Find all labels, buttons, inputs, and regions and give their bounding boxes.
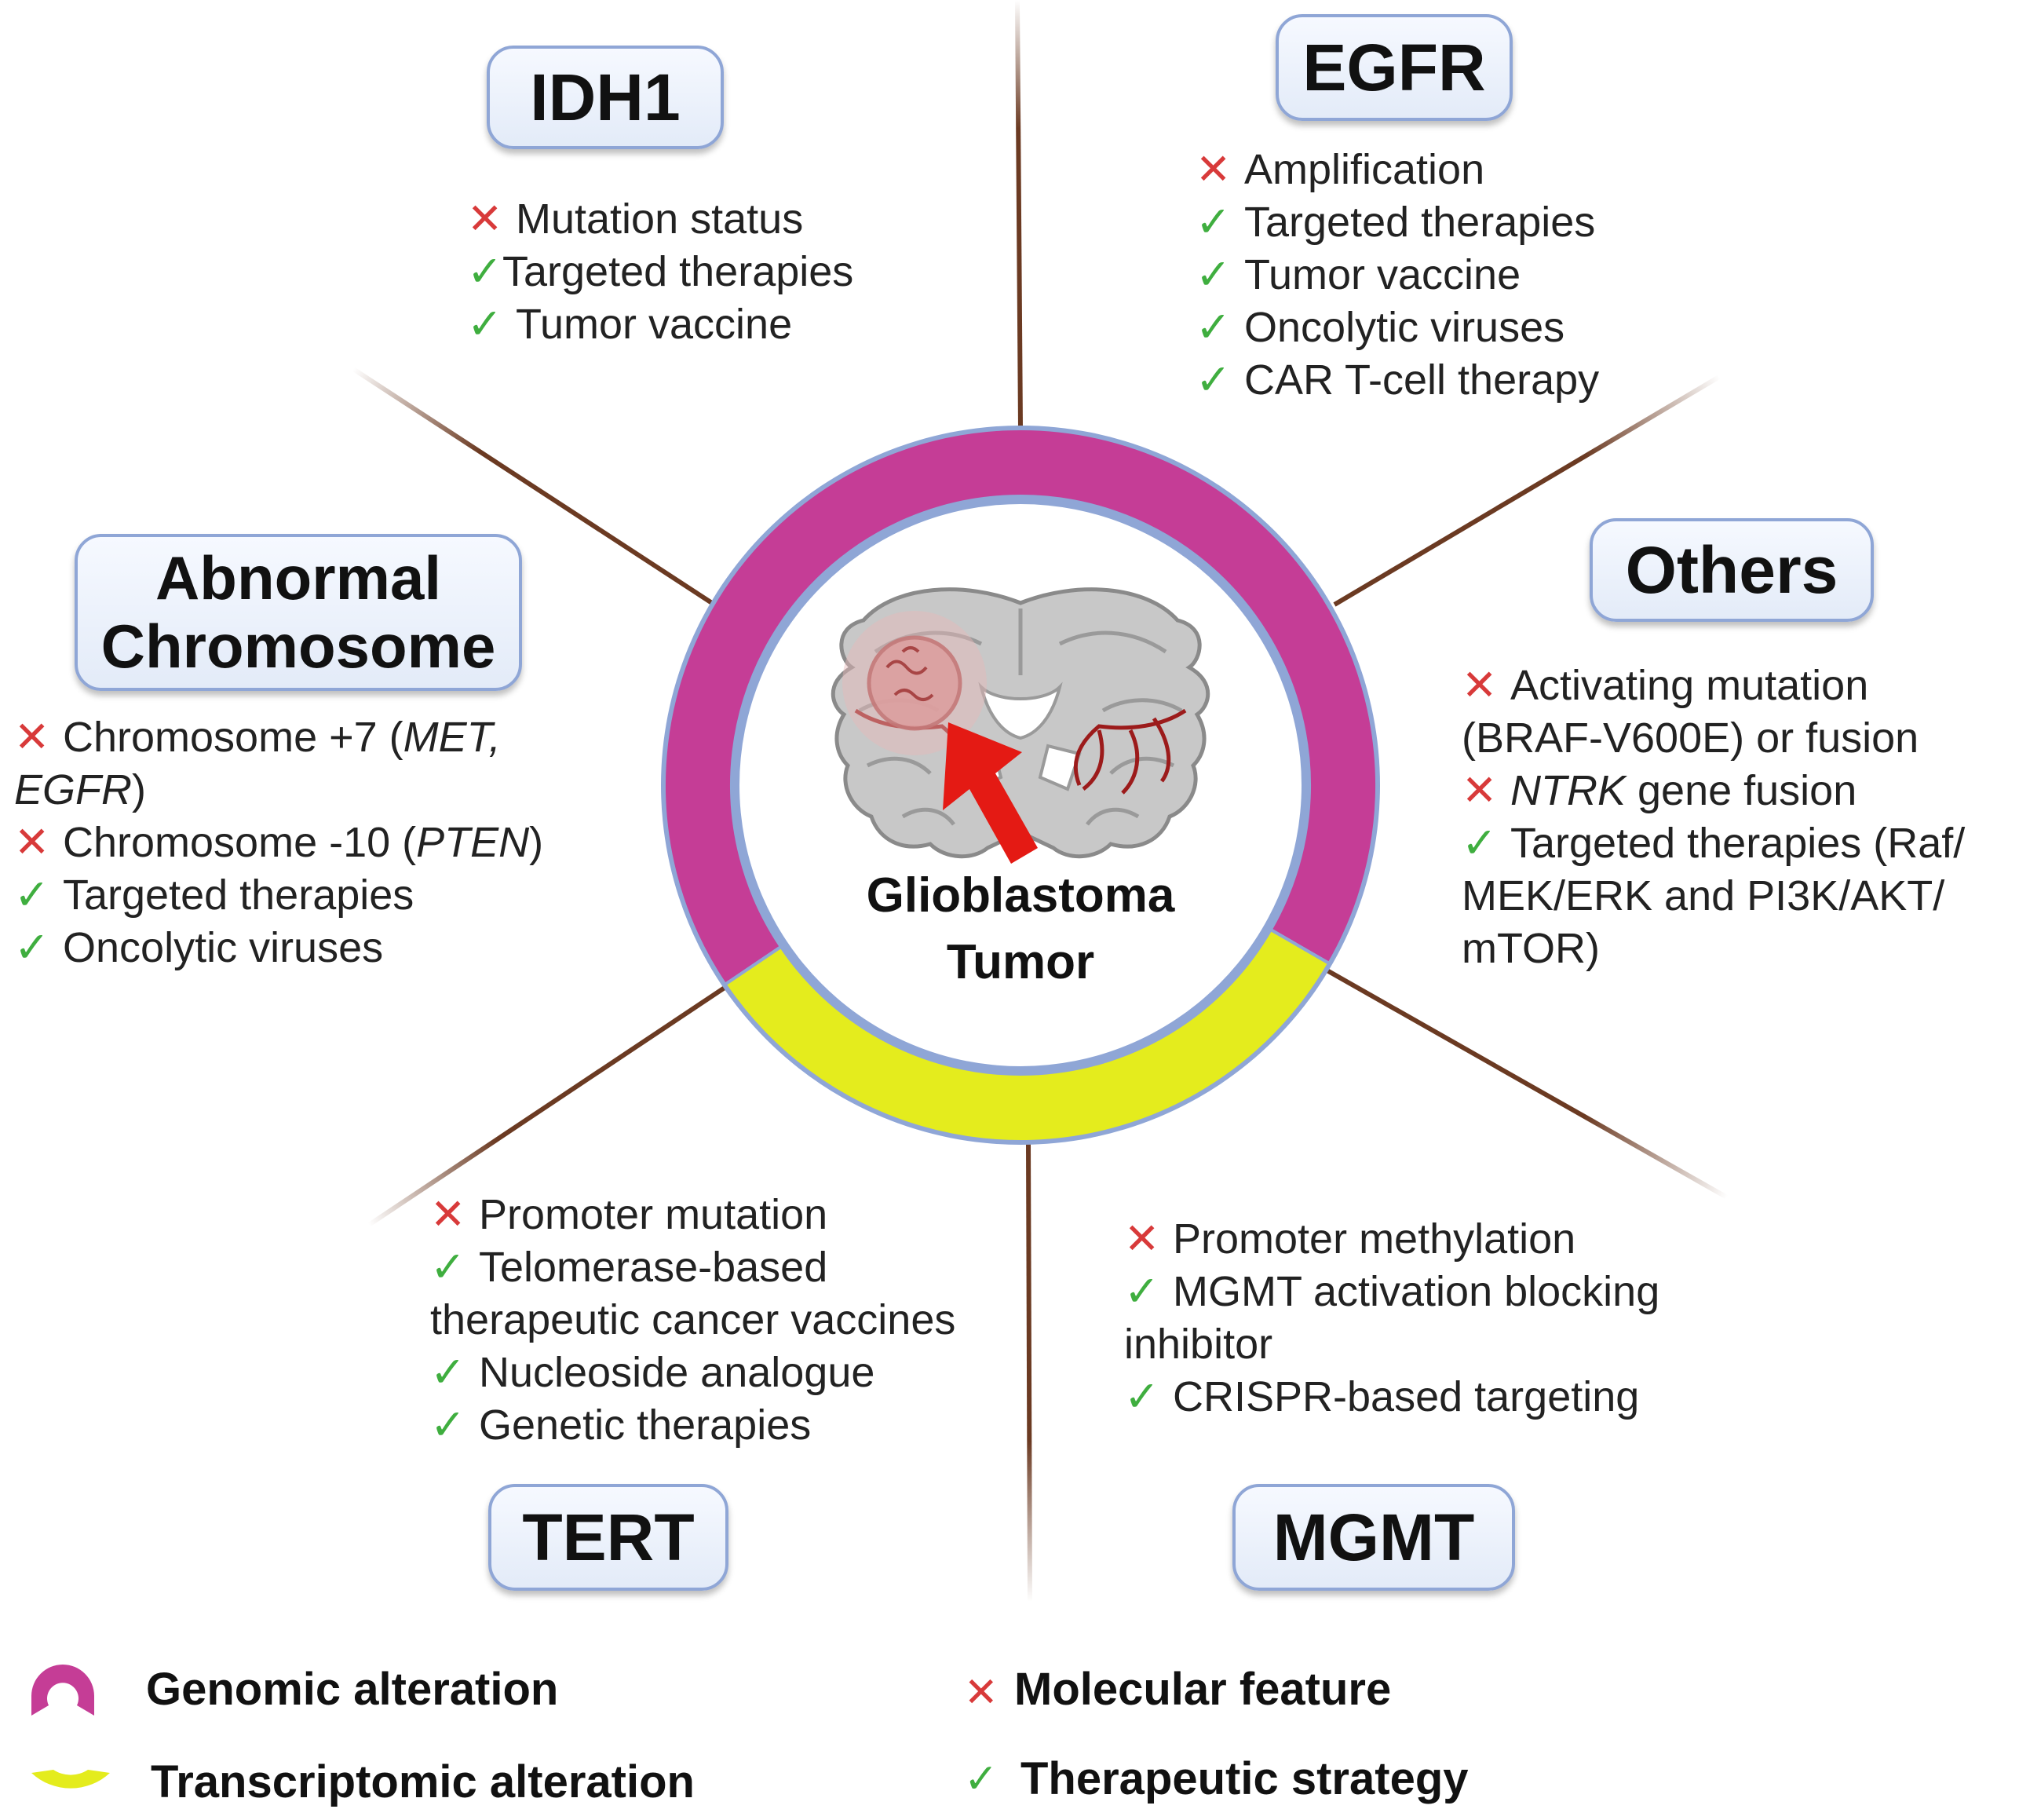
legend-molecular-label: Molecular feature	[1014, 1664, 1392, 1715]
list-item: ✓Tumor vaccine	[467, 298, 853, 351]
egfr-title-box: EGFR	[1276, 14, 1513, 121]
list-item: ✕Amplification	[1196, 144, 1599, 196]
list-item: ✓CRISPR-based targeting	[1124, 1371, 1659, 1423]
x-mark-icon: ✕	[1124, 1215, 1160, 1263]
legend-genomic-label: Genomic alteration	[146, 1664, 559, 1715]
list-item: ✓Telomerase-based	[430, 1241, 955, 1294]
abnormal-chromosome-title-line1: Abnormal	[155, 543, 441, 612]
check-mark-icon: ✓	[467, 301, 503, 348]
tert-title-box: TERT	[488, 1484, 728, 1591]
egfr-title: EGFR	[1302, 30, 1486, 104]
list-item-continuation: inhibitor	[1124, 1321, 1273, 1368]
check-mark-icon: ✓	[1196, 356, 1232, 404]
x-mark-icon: ✕	[14, 819, 50, 866]
abnormal-chromosome-title-line2: Chromosome	[100, 612, 496, 681]
center-label-line2: Tumor	[946, 935, 1095, 989]
abnormal-chromosome-list: ✕Chromosome +7 (MET, EGFR) ✕Chromosome -…	[14, 711, 543, 974]
others-title-box: Others	[1590, 518, 1874, 622]
spoke-tert	[367, 979, 736, 1227]
list-item: ✓Targeted therapies	[14, 869, 543, 922]
ring-genomic-arc	[663, 427, 1378, 987]
tert-title: TERT	[522, 1500, 695, 1574]
list-item: ✓Nucleoside analogue	[430, 1347, 955, 1399]
legend-check-mark-icon: ✓	[964, 1756, 999, 1802]
check-mark-icon: ✓	[467, 248, 503, 295]
transcriptomic-legend-icon	[31, 1770, 110, 1789]
check-mark-icon: ✓	[430, 1402, 466, 1449]
list-item: ✕Mutation status	[467, 193, 853, 246]
list-item: ✓MGMT activation blocking	[1124, 1266, 1659, 1318]
legend-therapeutic-label: Therapeutic strategy	[1020, 1753, 1469, 1804]
list-item-continuation: EGFR)	[14, 766, 146, 813]
x-mark-icon: ✕	[14, 714, 50, 761]
check-mark-icon: ✓	[430, 1349, 466, 1396]
check-mark-icon: ✓	[1124, 1373, 1160, 1420]
spoke-idh1	[352, 367, 716, 607]
list-item: ✓Tumor vaccine	[1196, 249, 1599, 302]
others-title: Others	[1625, 532, 1838, 607]
genomic-legend-icon	[31, 1665, 94, 1716]
list-item: ✕Activating mutation	[1462, 660, 1965, 712]
x-mark-icon: ✕	[467, 196, 503, 243]
check-mark-icon: ✓	[1196, 304, 1232, 351]
list-item: ✓Oncolytic viruses	[1196, 302, 1599, 354]
list-item: ✕NTRK gene fusion	[1462, 765, 1965, 817]
mgmt-title-box: MGMT	[1232, 1484, 1515, 1591]
idh1-title-box: IDH1	[487, 46, 724, 149]
list-item: ✓Targeted therapies	[1196, 196, 1599, 249]
spoke-mgmt	[1317, 963, 1729, 1200]
list-item: ✕Promoter methylation	[1124, 1213, 1659, 1266]
ring-transcriptomic-arc	[722, 927, 1331, 1143]
list-item: ✓Oncolytic viruses	[14, 922, 543, 974]
spoke-bottom	[1026, 1142, 1032, 1603]
list-item: ✕Chromosome +7 (MET,	[14, 711, 543, 764]
spoke-egfr	[1015, 0, 1023, 429]
check-mark-icon: ✓	[1196, 251, 1232, 298]
check-mark-icon: ✓	[1124, 1268, 1160, 1315]
legend-x-mark-icon: ✕	[964, 1670, 999, 1716]
center-label-line1: Glioblastoma	[866, 868, 1175, 923]
list-item-continuation: therapeutic cancer vaccines	[430, 1296, 956, 1343]
egfr-list: ✕Amplification ✓Targeted therapies ✓Tumo…	[1196, 144, 1599, 407]
check-mark-icon: ✓	[1196, 199, 1232, 246]
list-item-continuation: (BRAF-V600E) or fusion	[1462, 714, 1919, 762]
abnormal-chromosome-title-box: Abnormal Chromosome	[75, 534, 522, 691]
check-mark-icon: ✓	[1462, 820, 1498, 867]
list-item-continuation: MEK/ERK and PI3K/AKT/	[1462, 872, 1945, 919]
list-item: ✓Targeted therapies	[467, 246, 853, 298]
x-mark-icon: ✕	[1196, 146, 1232, 193]
mgmt-title: MGMT	[1272, 1500, 1475, 1574]
list-item: ✓CAR T-cell therapy	[1196, 354, 1599, 407]
check-mark-icon: ✓	[430, 1244, 466, 1291]
others-list: ✕Activating mutation (BRAF-V600E) or fus…	[1462, 660, 1965, 975]
check-mark-icon: ✓	[14, 872, 50, 919]
spoke-others	[1333, 375, 1721, 607]
list-item-continuation: mTOR)	[1462, 925, 1600, 972]
tert-list: ✕Promoter mutation ✓Telomerase-based the…	[430, 1189, 955, 1452]
list-item: ✕Chromosome -10 (PTEN)	[14, 817, 543, 869]
brain-coronal-section-icon	[831, 587, 1210, 859]
list-item: ✕Promoter mutation	[430, 1189, 955, 1241]
idh1-title: IDH1	[530, 60, 681, 134]
x-mark-icon: ✕	[1462, 767, 1498, 814]
list-item: ✓Targeted therapies (Raf/	[1462, 817, 1965, 870]
legend-transcriptomic-label: Transcriptomic alteration	[151, 1756, 695, 1807]
list-item: ✓Genetic therapies	[430, 1399, 955, 1452]
idh1-list: ✕Mutation status ✓Targeted therapies ✓Tu…	[467, 193, 853, 351]
check-mark-icon: ✓	[14, 924, 50, 971]
x-mark-icon: ✕	[430, 1191, 466, 1238]
mgmt-list: ✕Promoter methylation ✓MGMT activation b…	[1124, 1213, 1659, 1423]
tumor-arrow-icon	[943, 722, 1038, 864]
x-mark-icon: ✕	[1462, 662, 1498, 709]
